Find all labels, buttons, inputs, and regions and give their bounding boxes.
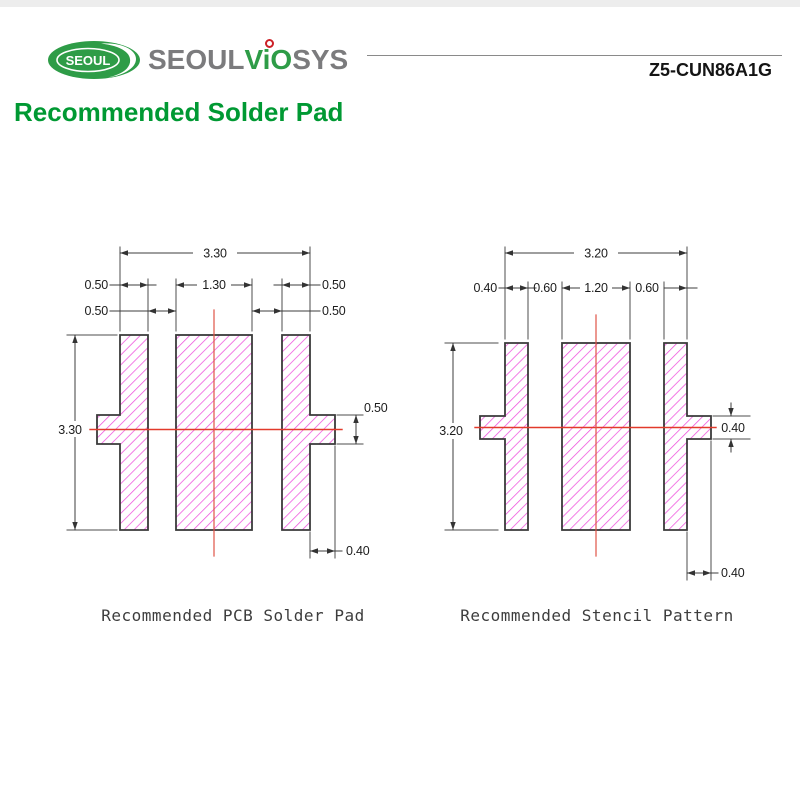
stencil-left-pad: [479, 342, 529, 531]
logo-badge-text: SEOUL: [66, 53, 111, 68]
pcb-solder-pad-caption: Recommended PCB Solder Pad: [101, 606, 365, 625]
logo-swoosh: [101, 43, 136, 78]
pcb-left-pad: [96, 334, 149, 531]
brand-seoul: SEOUL: [148, 44, 245, 75]
stencil-extension-lines: [444, 246, 751, 581]
pcb-right-pad: [281, 334, 336, 531]
dim-pcb-center-pad-width: 1.30: [202, 278, 226, 292]
dim-stencil-left-gap: 0.60: [533, 281, 557, 295]
dim-stencil-overall-height: 3.20: [439, 424, 463, 438]
dim-pcb-left-gap: 0.50: [84, 304, 108, 318]
dim-pcb-overall-height: 3.30: [58, 423, 82, 437]
seoul-viosys-logo: SEOUL: [46, 40, 346, 82]
dim-stencil-tab-height: 0.40: [721, 421, 745, 435]
dim-pcb-tab-width: 0.40: [346, 544, 370, 558]
stencil-right-pad: [663, 342, 712, 531]
brand-sys: SYS: [292, 44, 349, 75]
seoul-logo-badge: SEOUL: [48, 41, 140, 79]
dim-stencil-overall-width: 3.20: [584, 247, 608, 261]
dim-pcb-left-pad-width: 0.50: [84, 278, 108, 292]
dim-stencil-tab-width: 0.40: [721, 566, 745, 580]
dim-pcb-right-gap: 0.50: [322, 304, 346, 318]
dim-pcb-overall-width: 3.30: [203, 247, 227, 261]
top-border-strip: [0, 0, 800, 7]
logo-inner-ring: [56, 47, 120, 73]
part-number: Z5-CUN86A1G: [648, 60, 772, 80]
dim-stencil-center-pad-width: 1.20: [584, 281, 608, 295]
solder-pad-drawings: 3.30 0.50 1.30 0.50 0.50 0.50 3.30 0.50 …: [51, 246, 751, 581]
pcb-solder-pad-diagram: 3.30 0.50 1.30 0.50 0.50 0.50 3.30 0.50 …: [51, 246, 388, 559]
brand-i-red-dot-icon: [265, 39, 275, 48]
stencil-pattern-diagram: 3.20 0.40 0.60 1.20 0.60 3.20 0.40 0.40: [432, 246, 751, 581]
dim-pcb-right-pad-width: 0.50: [322, 278, 346, 292]
dim-pcb-tab-height: 0.50: [364, 401, 388, 415]
header-divider: [367, 55, 782, 56]
dim-stencil-right-gap: 0.60: [635, 281, 659, 295]
pcb-extension-lines: [66, 246, 364, 559]
stencil-pattern-caption: Recommended Stencil Pattern: [460, 606, 734, 625]
page-title: Recommended Solder Pad: [14, 97, 344, 127]
dim-stencil-left-pad-width: 0.40: [473, 281, 497, 295]
brand-vio: ViO: [244, 39, 292, 76]
